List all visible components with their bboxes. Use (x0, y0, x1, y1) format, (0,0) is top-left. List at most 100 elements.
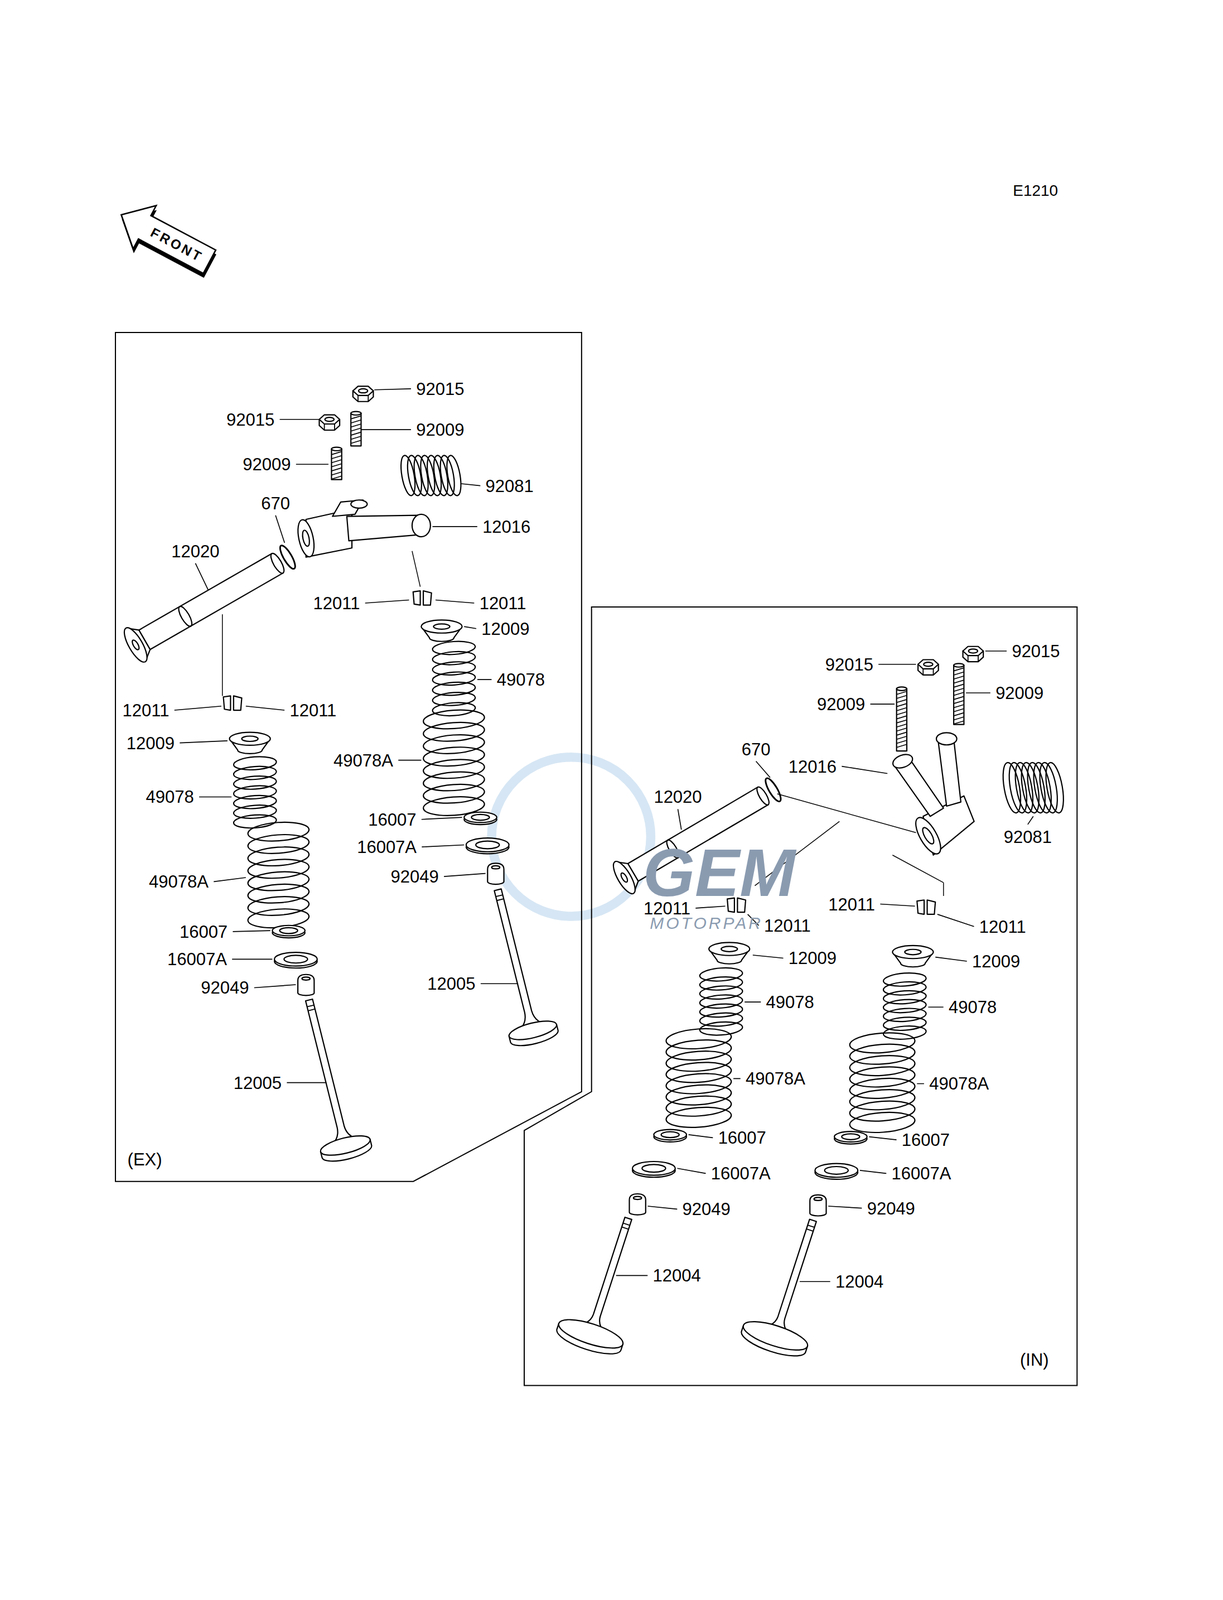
callout-number: 49078 (144, 787, 196, 806)
part-outline (223, 695, 231, 710)
part-line (896, 690, 907, 694)
leader-line (286, 1081, 327, 1084)
diagram-code: E1210 (1011, 182, 1060, 200)
part-line (622, 1222, 630, 1225)
part-line (331, 455, 342, 459)
leader-line (935, 956, 968, 961)
part-outline (555, 1313, 626, 1354)
part-line (496, 898, 504, 901)
callout-number: 16007 (366, 809, 418, 829)
callout-number: 92049 (681, 1199, 732, 1218)
part-line (953, 704, 964, 708)
part-outline (279, 927, 298, 934)
leader-line (480, 982, 519, 984)
part-line (953, 671, 964, 675)
callout-number: 12011 (762, 915, 812, 935)
part-line (350, 427, 361, 431)
part-outline (936, 732, 957, 745)
callout-number: 92009 (414, 420, 466, 439)
part-line (412, 550, 421, 587)
part-line (896, 740, 907, 743)
part-outline (661, 1131, 680, 1138)
callout-number: 12011 (121, 701, 171, 720)
part-outline (297, 974, 314, 996)
part-line (331, 475, 342, 479)
part-outline (665, 1026, 732, 1051)
part-line (350, 432, 361, 435)
part-outline (923, 661, 933, 666)
part-outline (632, 1161, 676, 1176)
part-line (495, 894, 503, 897)
part-outline (896, 686, 907, 690)
part-outline (963, 646, 984, 656)
part-line (967, 655, 969, 662)
panel-border (524, 606, 1077, 1386)
leader-line (195, 563, 209, 591)
leader-lines (174, 388, 1034, 1281)
callout-number: 16007 (178, 921, 229, 941)
leader-line (296, 463, 329, 465)
part-line (896, 731, 907, 735)
callout-number: 49078A (332, 750, 395, 770)
part-outline (233, 695, 243, 710)
arrow-body (109, 193, 221, 284)
leader-line (927, 1006, 944, 1008)
callout-number: 12005 (232, 1072, 283, 1092)
leader-line (752, 954, 784, 958)
part-outline (809, 1194, 826, 1216)
part-outline (346, 515, 421, 541)
callout-number: 12020 (652, 787, 703, 806)
callout-number: 12011 (478, 593, 528, 612)
leader-line (677, 1167, 706, 1173)
leader-line (985, 650, 1007, 652)
part-outline (708, 941, 750, 955)
valve (474, 883, 560, 1050)
callout-number: 12009 (480, 619, 531, 638)
part-line (943, 882, 944, 896)
callout-number: 92009 (241, 455, 292, 474)
part-outline (507, 1017, 559, 1044)
part-outline (953, 665, 964, 725)
leader-line (179, 740, 228, 743)
callout-number: 16007 (717, 1128, 768, 1147)
leader-line (461, 483, 481, 486)
part-line (953, 692, 964, 695)
part-outline (131, 638, 141, 651)
part-outline (629, 1193, 646, 1215)
leader-line (965, 692, 991, 694)
part-outline (609, 858, 640, 897)
part-line (350, 440, 361, 443)
part-line (896, 736, 907, 739)
part-outline (432, 701, 476, 717)
callout-number: 12011 (642, 898, 692, 917)
callout-number: 12020 (170, 541, 221, 560)
part-outline (119, 624, 152, 665)
part-outline (432, 639, 476, 656)
callout-number: 92015 (1010, 641, 1061, 660)
part-line (896, 707, 907, 710)
part-outline (665, 1037, 732, 1062)
part-line (331, 467, 342, 471)
parts-illustration (119, 385, 1067, 1362)
part-line (350, 415, 361, 419)
leader-line (213, 877, 246, 882)
watermark: GEM (641, 838, 797, 907)
part-outline (350, 413, 361, 447)
part-outline (229, 732, 271, 746)
part-outline (241, 736, 258, 742)
part-outline (848, 1064, 916, 1089)
leader-line (859, 1170, 887, 1173)
part-outline (471, 814, 490, 821)
part-line (953, 716, 964, 720)
leader-line (1027, 815, 1034, 825)
part-line (896, 699, 907, 703)
part-line (350, 419, 361, 423)
callout-number: 12009 (125, 733, 176, 752)
leader-line (916, 1083, 925, 1085)
callout-number: 12005 (426, 974, 477, 993)
callout-number: 670 (740, 739, 772, 758)
part-outline (350, 499, 367, 509)
callout-number: 12009 (970, 951, 1022, 970)
callout-number: 12011 (978, 916, 1028, 936)
callout-number: 92081 (1002, 827, 1053, 846)
